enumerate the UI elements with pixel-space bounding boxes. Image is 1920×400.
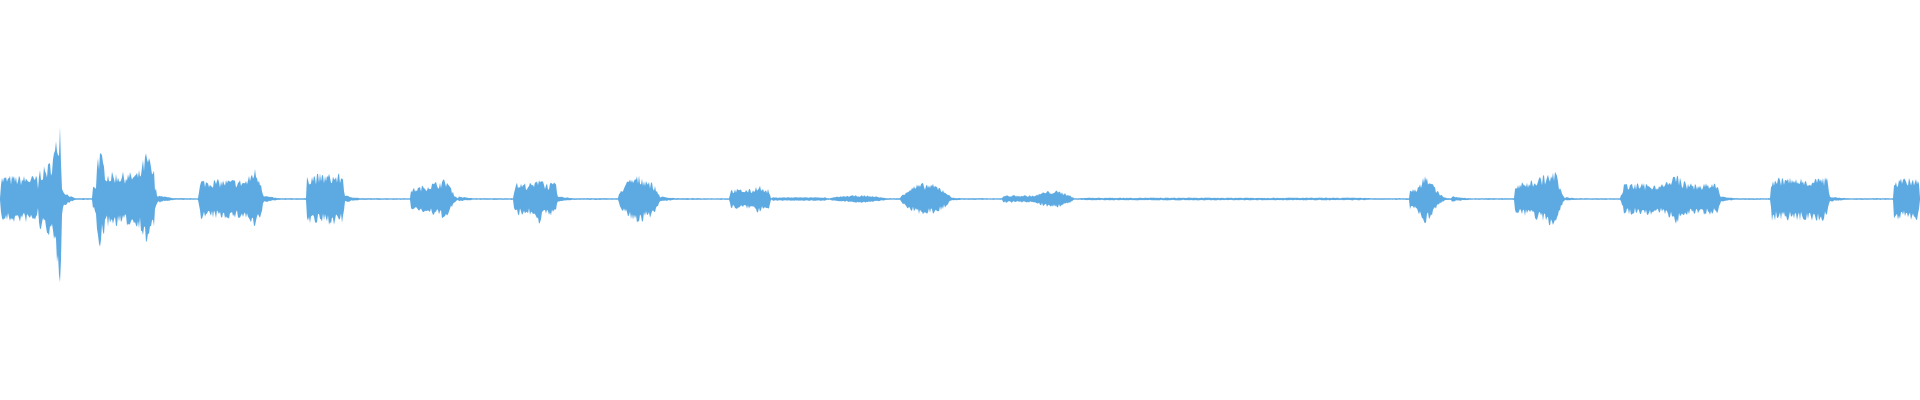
- waveform-path: [0, 126, 1920, 283]
